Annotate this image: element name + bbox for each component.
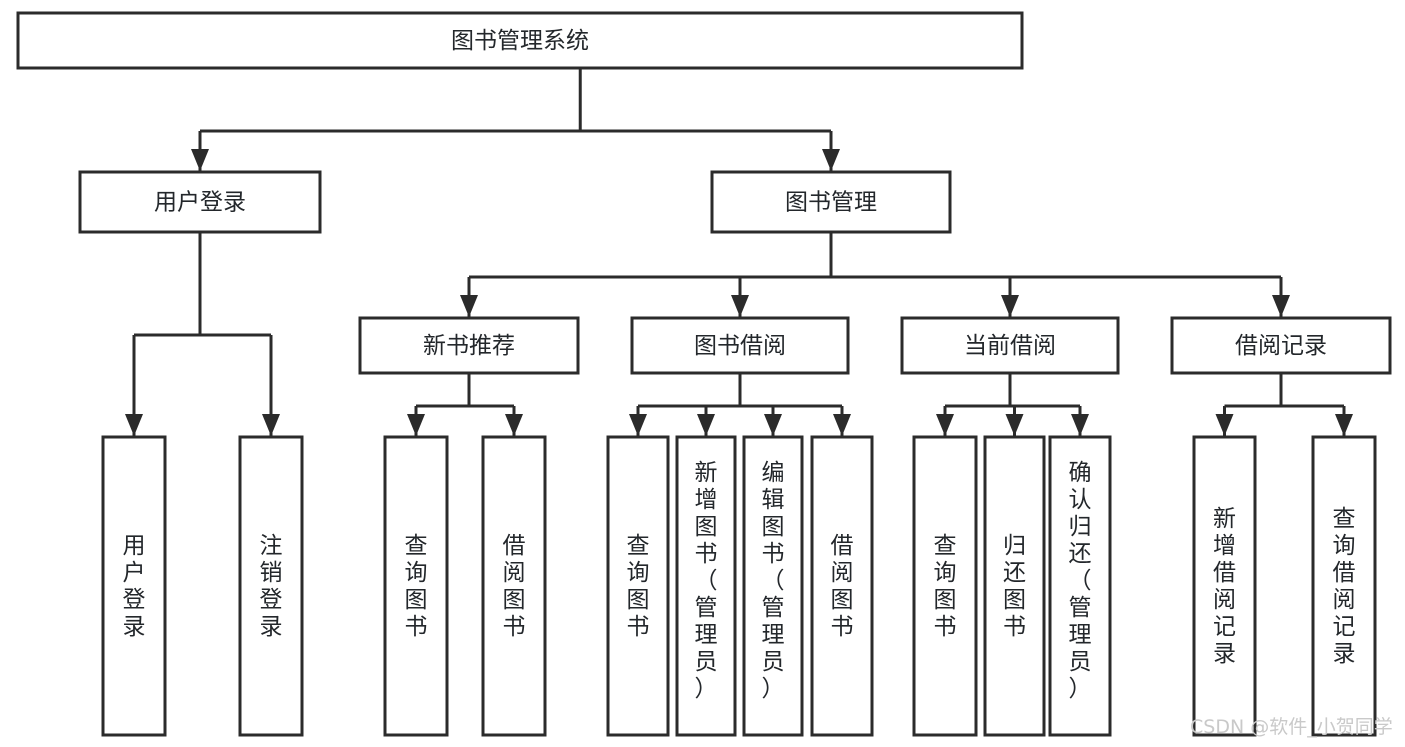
node-current-borrow[interactable]: 当前借阅 <box>900 316 1120 375</box>
node-leaf-return-book[interactable]: 归还图书 <box>983 435 1046 737</box>
node-label-user-login: 用户登录 <box>154 190 246 216</box>
arrow-head <box>833 414 851 436</box>
node-box-leaf-query-borrow-record <box>1311 435 1377 737</box>
node-leaf-query-book-current[interactable]: 查询图书 <box>912 435 978 737</box>
node-label-book-management: 图书管理 <box>785 190 877 216</box>
node-label-leaf-query-book-current: 查询图书 <box>934 533 957 640</box>
node-leaf-query-book-borrow[interactable]: 查询图书 <box>606 435 670 737</box>
node-root[interactable]: 图书管理系统 <box>16 11 1024 70</box>
node-leaf-query-borrow-record[interactable]: 查询借阅记录 <box>1311 435 1377 737</box>
node-box-leaf-add-borrow-record <box>1192 435 1257 737</box>
connectors-layer <box>125 68 1353 436</box>
arrow-head <box>191 149 209 171</box>
node-leaf-borrow-book-rec[interactable]: 借阅图书 <box>481 435 547 737</box>
node-label-leaf-query-book-borrow: 查询图书 <box>627 533 650 640</box>
arrow-head <box>262 414 280 436</box>
arrow-head <box>697 414 715 436</box>
node-label-leaf-query-book-rec: 查询图书 <box>405 533 428 640</box>
node-label-leaf-add-borrow-record: 新增借阅记录 <box>1213 506 1236 667</box>
node-book-management[interactable]: 图书管理 <box>710 170 952 234</box>
arrow-head <box>125 414 143 436</box>
node-box-leaf-return-book <box>983 435 1046 737</box>
node-box-leaf-query-book-rec <box>383 435 449 737</box>
arrow-head <box>731 295 749 317</box>
node-box-leaf-borrow-book <box>810 435 874 737</box>
arrow-head <box>822 149 840 171</box>
node-label-borrow-records: 借阅记录 <box>1235 333 1327 359</box>
node-label-leaf-borrow-book: 借阅图书 <box>831 533 854 640</box>
node-label-current-borrow: 当前借阅 <box>964 333 1056 359</box>
arrow-head <box>1215 414 1234 436</box>
node-box-leaf-user-login <box>101 435 167 737</box>
node-label-leaf-user-login: 用户登录 <box>123 533 146 640</box>
node-label-leaf-edit-book-admin: 编辑图书（管理员） <box>762 460 785 702</box>
node-box-user-login <box>78 170 322 234</box>
node-label-leaf-borrow-book-rec: 借阅图书 <box>503 533 526 640</box>
arrow-head <box>764 414 782 436</box>
node-leaf-edit-book-admin[interactable]: 编辑图书（管理员） <box>742 435 804 737</box>
node-box-leaf-add-book-admin <box>675 435 737 737</box>
node-label-leaf-return-book: 归还图书 <box>1003 533 1026 640</box>
node-label-book-borrow: 图书借阅 <box>694 333 786 359</box>
nodes-layer: 图书管理系统用户登录图书管理新书推荐图书借阅当前借阅借阅记录用户登录注销登录查询… <box>16 11 1392 737</box>
node-leaf-user-login[interactable]: 用户登录 <box>101 435 167 737</box>
arrow-head <box>1272 295 1290 317</box>
node-label-root: 图书管理系统 <box>451 28 589 54</box>
node-new-book-recommend[interactable]: 新书推荐 <box>358 316 580 375</box>
node-label-leaf-confirm-return-admin: 确认归还（管理员） <box>1069 460 1092 702</box>
node-box-leaf-logout <box>238 435 304 737</box>
node-leaf-borrow-book[interactable]: 借阅图书 <box>810 435 874 737</box>
node-box-borrow-records <box>1170 316 1392 375</box>
node-leaf-query-book-rec[interactable]: 查询图书 <box>383 435 449 737</box>
node-label-new-book-recommend: 新书推荐 <box>423 333 515 359</box>
arrow-head <box>1335 414 1353 436</box>
node-leaf-add-borrow-record[interactable]: 新增借阅记录 <box>1192 435 1257 737</box>
node-box-leaf-borrow-book-rec <box>481 435 547 737</box>
node-book-borrow[interactable]: 图书借阅 <box>630 316 850 375</box>
node-box-leaf-edit-book-admin <box>742 435 804 737</box>
arrow-head <box>505 414 523 436</box>
node-box-book-management <box>710 170 952 234</box>
node-borrow-records[interactable]: 借阅记录 <box>1170 316 1392 375</box>
arrow-head <box>1001 295 1019 317</box>
arrow-head <box>407 414 425 436</box>
csdn-watermark: CSDN @软件_小贺同学 <box>1190 716 1393 738</box>
arrow-head <box>1071 414 1089 436</box>
arrow-head <box>460 295 478 317</box>
node-box-leaf-confirm-return-admin <box>1048 435 1112 737</box>
node-label-leaf-query-borrow-record: 查询借阅记录 <box>1333 506 1356 667</box>
node-box-new-book-recommend <box>358 316 580 375</box>
node-label-leaf-add-book-admin: 新增图书（管理员） <box>695 460 718 702</box>
arrow-head <box>1005 414 1024 436</box>
arrow-head <box>936 414 954 436</box>
node-box-current-borrow <box>900 316 1120 375</box>
node-leaf-add-book-admin[interactable]: 新增图书（管理员） <box>675 435 737 737</box>
node-leaf-confirm-return-admin[interactable]: 确认归还（管理员） <box>1048 435 1112 737</box>
node-user-login[interactable]: 用户登录 <box>78 170 322 234</box>
node-box-root <box>16 11 1024 70</box>
node-box-leaf-query-book-current <box>912 435 978 737</box>
arrow-head <box>629 414 647 436</box>
node-box-leaf-query-book-borrow <box>606 435 670 737</box>
node-leaf-logout[interactable]: 注销登录 <box>238 435 304 737</box>
node-box-book-borrow <box>630 316 850 375</box>
node-label-leaf-logout: 注销登录 <box>260 533 283 640</box>
